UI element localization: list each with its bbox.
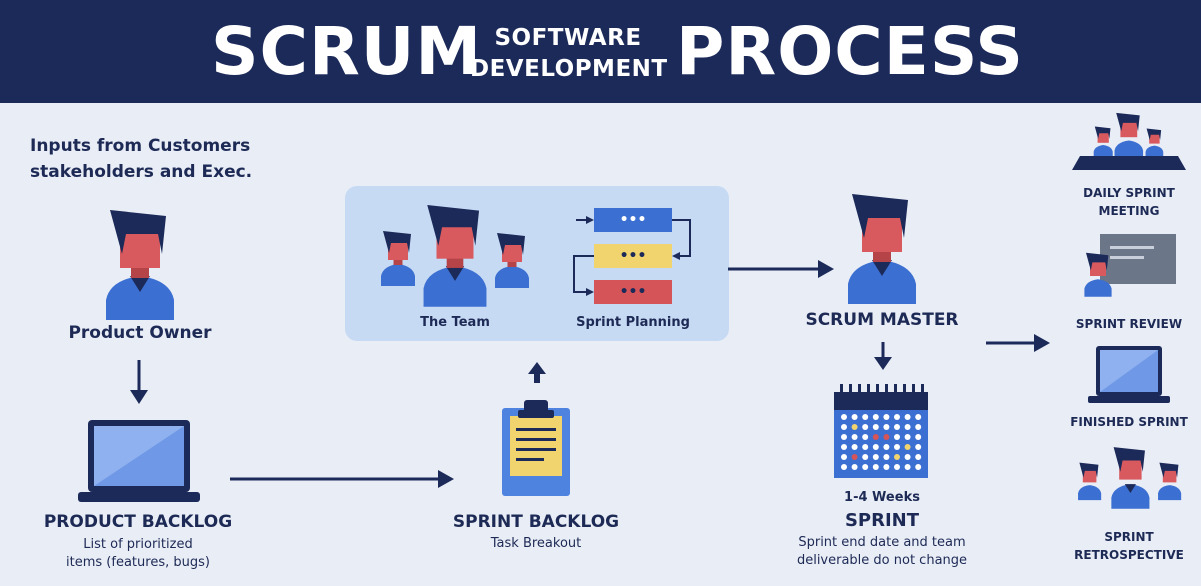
sprint-desc: Sprint end date and team deliverable do …: [780, 534, 984, 570]
title-scrum: SCRUM: [211, 13, 483, 90]
clipboard-icon: [502, 400, 570, 496]
team-member-left-icon: [381, 231, 415, 286]
title-development: DEVELOPMENT: [470, 56, 668, 82]
arrow-up-icon: [528, 362, 546, 383]
inputs-text: Inputs from Customers stakeholders and E…: [30, 133, 252, 185]
sprint-backlog-sub: Task Breakout: [490, 536, 582, 551]
the-team-label: The Team: [420, 315, 490, 330]
finished-sprint-label: FINISHED SPRINT: [1070, 415, 1188, 429]
product-backlog-desc: List of prioritized items (features, bug…: [40, 536, 236, 572]
daily-meeting-line2: MEETING: [1098, 204, 1160, 218]
calendar-icon: [834, 384, 928, 478]
title-software: SOFTWARE: [494, 25, 642, 51]
arrow-down-icon: [874, 342, 892, 370]
daily-meeting-icon: [1072, 112, 1186, 170]
planning-dots-2: •••: [619, 248, 647, 264]
arrow-right-icon: [230, 470, 454, 488]
laptop-icon: [78, 420, 200, 502]
scrum-master-person-icon: [848, 194, 916, 304]
sprint-planning-label: Sprint Planning: [576, 315, 690, 330]
retrospective-group-icon: [1078, 447, 1182, 509]
sprint-title: SPRINT: [844, 510, 920, 531]
scrum-master-label: SCRUM MASTER: [805, 310, 959, 330]
sprint-weeks: 1-4 Weeks: [844, 490, 920, 505]
product-backlog-line1: List of prioritized: [83, 537, 193, 552]
product-backlog-line2: items (features, bugs): [66, 555, 210, 570]
sprint-desc-line2: deliverable do not change: [796, 553, 968, 568]
product-owner-person-icon: [106, 210, 174, 320]
sprint-planning-icon: [573, 208, 691, 304]
sprint-review-label: SPRINT REVIEW: [1075, 317, 1183, 331]
product-backlog-title: PRODUCT BACKLOG: [43, 512, 233, 532]
planning-dots-3: •••: [619, 284, 647, 300]
arrow-right-icon: [728, 260, 834, 278]
arrow-right-icon: [986, 334, 1050, 352]
title-banner: SCRUM SOFTWARE DEVELOPMENT PROCESS: [0, 0, 1201, 103]
sprint-backlog-title: SPRINT BACKLOG: [452, 512, 620, 532]
inputs-line2: stakeholders and Exec.: [30, 162, 253, 182]
retrospective-line2: RETROSPECTIVE: [1074, 548, 1184, 562]
retrospective-label: SPRINT RETROSPECTIVE: [1060, 528, 1198, 564]
daily-meeting-line1: DAILY SPRINT: [1083, 186, 1175, 200]
team-member-right-icon: [495, 233, 529, 288]
arrow-down-icon: [130, 360, 148, 404]
team-member-center-icon: [423, 205, 487, 307]
finished-laptop-icon: [1088, 346, 1170, 403]
sprint-review-icon: [1084, 234, 1176, 297]
inputs-line1: Inputs from Customers: [30, 136, 251, 156]
retrospective-line1: SPRINT: [1104, 530, 1154, 544]
product-owner-label: Product Owner: [68, 323, 212, 343]
title-process: PROCESS: [676, 13, 1024, 90]
sprint-desc-line1: Sprint end date and team: [798, 535, 966, 550]
daily-meeting-label: DAILY SPRINT MEETING: [1060, 184, 1198, 220]
planning-dots-1: •••: [619, 212, 647, 228]
